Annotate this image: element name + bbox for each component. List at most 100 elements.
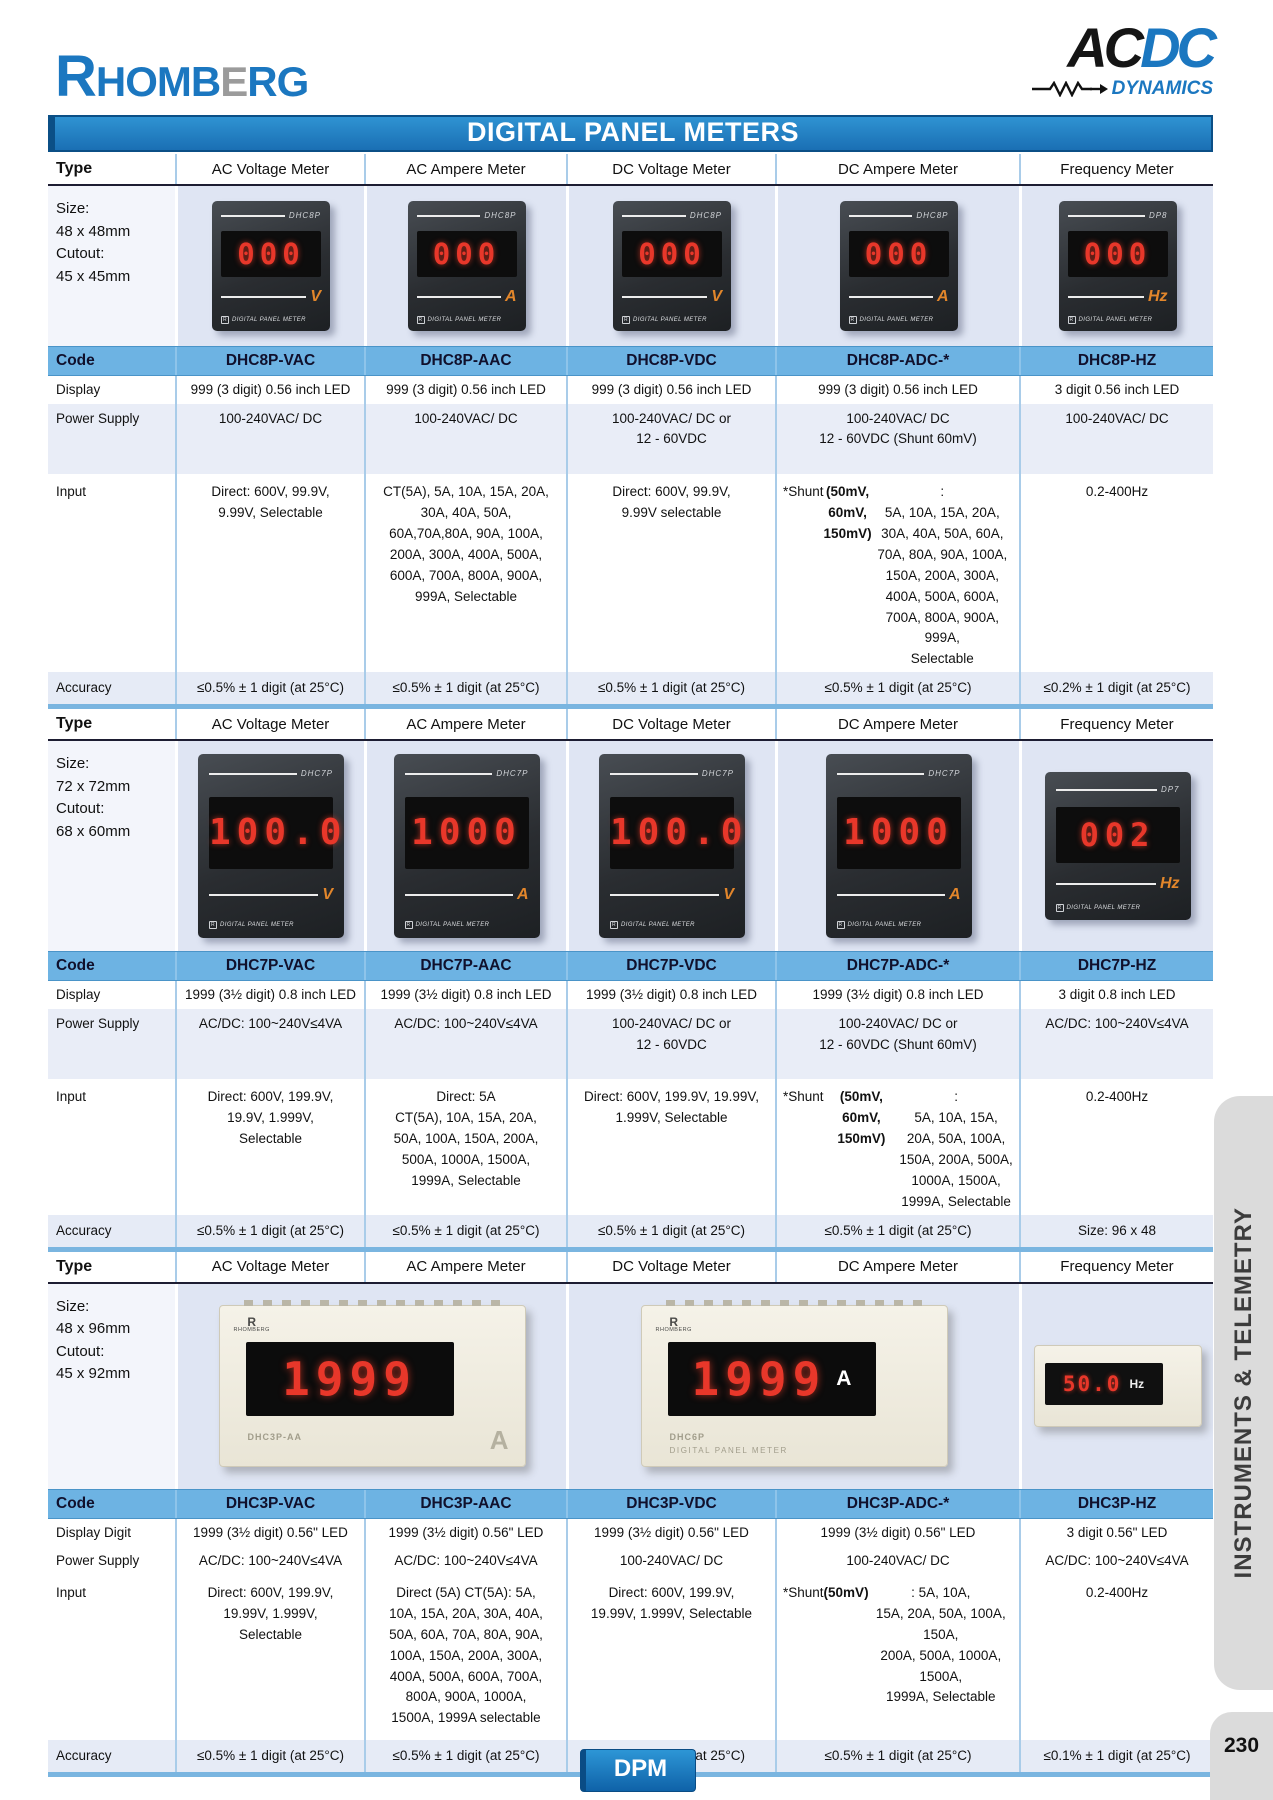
code-cell: DHC3P-ADC-* — [775, 1489, 1019, 1518]
size-note: Size: 48 x 96mm Cutout: 45 x 92mm — [48, 1283, 175, 1489]
code-cell: DHC8P-AAC — [364, 347, 566, 375]
spec-cell: Size: 96 x 48 — [1019, 1214, 1213, 1247]
spec-cell: *Shunt (50mV): 5A, 10A, 15A, 20A, 50A, 1… — [775, 1574, 1019, 1740]
spec-cell: AC/DC: 100~240V≤4VA — [1019, 1009, 1213, 1080]
unit-label: V — [711, 287, 722, 305]
spec-cell: ≤0.5% ± 1 digit (at 25°C) — [364, 1214, 566, 1247]
lcd-display: 1999 — [245, 1342, 454, 1417]
input-row: Input Direct: 600V, 199.9V, 19.9V, 1.999… — [48, 1079, 1213, 1215]
spec-cell: ≤0.5% ± 1 digit (at 25°C) — [175, 672, 364, 705]
type-header-row: Type AC Voltage Meter AC Ampere Meter DC… — [48, 1251, 1213, 1284]
type-header-row: Type AC Voltage Meter AC Ampere Meter DC… — [48, 709, 1213, 742]
spec-cell: 100-240VAC/ DC or 12 - 60VDC — [566, 1009, 775, 1080]
spec-cell: 3 digit 0.56" LED — [1019, 1518, 1213, 1547]
lcd-display: 1000 — [836, 796, 961, 869]
type-frequency: Frequency Meter — [1019, 1251, 1213, 1282]
rhomberg-mini-logo: R — [610, 921, 619, 930]
lcd-display: 100.0 — [610, 796, 742, 869]
spec-cell: AC/DC: 100~240V≤4VA — [364, 1009, 566, 1080]
meter-image-row: Size: 72 x 72mm Cutout: 68 x 60mm DHC7P … — [48, 741, 1213, 952]
spec-cell: ≤0.5% ± 1 digit (at 25°C) — [364, 672, 566, 705]
unit-label: Hz — [1159, 874, 1180, 892]
spec-cell: 1999 (3½ digit) 0.56" LED — [566, 1518, 775, 1547]
code-cell: DHC7P-HZ — [1019, 952, 1213, 981]
type-label: Type — [56, 715, 93, 733]
spec-cell: 100-240VAC/ DC or 12 - 60VDC (Shunt 60mV… — [775, 1009, 1019, 1080]
spec-cell: 0.2-400Hz — [1019, 1574, 1213, 1740]
unit-label: V — [310, 287, 321, 305]
spec-cell: Direct: 5A CT(5A), 10A, 15A, 20A, 50A, 1… — [364, 1079, 566, 1215]
type-dc-voltage: DC Voltage Meter — [566, 154, 775, 184]
code-label: Code — [56, 957, 95, 975]
spec-cell: CT(5A), 5A, 10A, 15A, 20A, 30A, 40A, 50A… — [364, 474, 566, 673]
spec-cell: ≤0.1% ± 1 digit (at 25°C) — [1019, 1739, 1213, 1772]
type-dc-voltage: DC Voltage Meter — [566, 1251, 775, 1282]
size-note: Size: 48 x 48mm Cutout: 45 x 45mm — [48, 186, 175, 346]
type-ac-voltage: AC Voltage Meter — [175, 154, 364, 184]
code-label: Code — [56, 352, 95, 369]
power-supply-label: Power Supply — [56, 411, 140, 426]
rhomberg-mini-logo: R — [1067, 315, 1076, 324]
instruments-telemetry-tab: INSTRUMENTS & TELEMETRY — [1214, 1096, 1273, 1690]
rhomberg-logo-r: R — [55, 44, 97, 109]
spec-cell: 100-240VAC/ DC — [1019, 404, 1213, 474]
spec-cell: 1999 (3½ digit) 0.56" LED — [775, 1518, 1019, 1547]
rhomberg-mini-logo: R — [1055, 904, 1064, 913]
spec-cell: Direct: 600V, 99.9V, 9.99V selectable — [566, 474, 775, 673]
page-number: 230 — [1210, 1712, 1273, 1800]
input-label: Input — [56, 484, 87, 499]
power-supply-row: Power Supply AC/DC: 100~240V≤4VA AC/DC: … — [48, 1546, 1213, 1575]
spec-cell: 3 digit 0.8 inch LED — [1019, 981, 1213, 1010]
spec-cell: 999 (3 digit) 0.56 inch LED — [775, 376, 1019, 404]
acdc-dynamics-logo: ACDC DYNAMICS — [998, 20, 1217, 100]
meter-image-row: Size: 48 x 48mm Cutout: 45 x 45mm DHC8P … — [48, 186, 1213, 346]
display-row: Display Digit 1999 (3½ digit) 0.56" LED … — [48, 1518, 1213, 1547]
dpm-table: Type AC Voltage Meter AC Ampere Meter DC… — [48, 154, 1213, 1777]
page-title: DIGITAL PANEL METERS — [48, 115, 1213, 152]
section-dhc3p: Type AC Voltage Meter AC Ampere Meter DC… — [48, 1251, 1213, 1777]
unit-label: A — [948, 885, 961, 903]
type-ac-ampere: AC Ampere Meter — [364, 1251, 566, 1282]
spec-cell: AC/DC: 100~240V≤4VA — [364, 1546, 566, 1575]
spec-cell: 0.2-400Hz — [1019, 1079, 1213, 1215]
spec-cell: Direct: 600V, 199.9V, 19.99V, 1.999V, Se… — [566, 1079, 775, 1215]
accuracy-label: Accuracy — [56, 680, 112, 696]
section-dhc8p: Type AC Voltage Meter AC Ampere Meter DC… — [48, 154, 1213, 710]
code-cell: DHC3P-VAC — [175, 1489, 364, 1518]
spec-cell: 1999 (3½ digit) 0.56" LED — [364, 1518, 566, 1547]
type-frequency: Frequency Meter — [1019, 709, 1213, 740]
spec-cell: AC/DC: 100~240V≤4VA — [175, 1546, 364, 1575]
spec-cell: ≤0.5% ± 1 digit (at 25°C) — [566, 672, 775, 705]
lcd-display: 000 — [221, 231, 321, 278]
unit-label: Hz — [1129, 1377, 1145, 1392]
rhomberg-mini-logo: R — [848, 315, 857, 324]
spec-cell: 100-240VAC/ DC — [566, 1546, 775, 1575]
power-supply-row: Power Supply 100-240VAC/ DC 100-240VAC/ … — [48, 404, 1213, 474]
spec-cell: AC/DC: 100~240V≤4VA — [175, 1009, 364, 1080]
terminal-strip — [665, 1300, 923, 1307]
code-row: Code DHC3P-VAC DHC3P-AAC DHC3P-VDC DHC3P… — [48, 1488, 1213, 1519]
spec-cell: 100-240VAC/ DC 12 - 60VDC (Shunt 60mV) — [775, 404, 1019, 474]
resistor-icon — [1031, 81, 1108, 97]
type-dc-voltage: DC Voltage Meter — [566, 709, 775, 740]
spec-cell: 1999 (3½ digit) 0.8 inch LED — [175, 981, 364, 1010]
unit-label: A — [836, 1367, 852, 1391]
display-row: Display 999 (3 digit) 0.56 inch LED 999 … — [48, 376, 1213, 404]
accuracy-label: Accuracy — [56, 1222, 112, 1238]
